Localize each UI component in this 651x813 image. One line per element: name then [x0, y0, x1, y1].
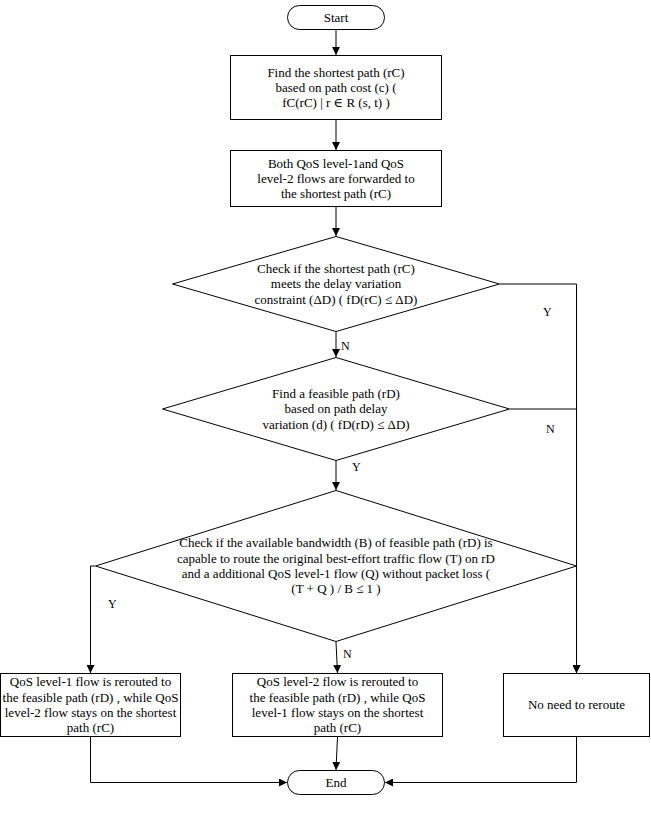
node-text: QoS level-1 flow is rerouted to the feas… [3, 674, 179, 735]
branch-label: Y [108, 598, 117, 610]
branch-label: N [546, 423, 555, 435]
diamond-shape [173, 237, 500, 332]
flow-arrow [510, 409, 577, 673]
node-text: Check if the available bandwidth (B) of … [177, 535, 495, 596]
branch-label: Y [543, 306, 552, 318]
node-text: Both QoS level-1and QoS level-2 flows ar… [255, 156, 417, 202]
node-text: Check if the shortest path (rC) meets th… [247, 261, 425, 307]
process-box: Find the shortest path (rC) based on pat… [230, 55, 442, 120]
flow-arrow [91, 737, 288, 783]
node-text: QoS level-2 flow is rerouted to the feas… [250, 674, 426, 735]
terminal-node: End [287, 770, 385, 795]
branch-label: N [341, 340, 350, 352]
diamond-shape [163, 358, 510, 461]
decision-diamond: Find a feasible path (rD) based on path … [162, 357, 510, 461]
flow-arrow [336, 207, 337, 236]
flow-arrow [500, 284, 577, 673]
node-text: Find the shortest path (rC) based on pat… [260, 65, 412, 111]
process-box: Both QoS level-1and QoS level-2 flows ar… [230, 150, 442, 207]
branch-label: Y [352, 461, 361, 473]
diamond-shape [96, 491, 577, 642]
process-box: QoS level-1 flow is rerouted to the feas… [0, 673, 181, 737]
branch-label: N [343, 648, 352, 660]
decision-diamond: Check if the available bandwidth (B) of … [95, 490, 577, 642]
terminal-node: Start [287, 5, 385, 30]
flow-arrow [336, 461, 337, 490]
flow-arrow [336, 737, 338, 770]
flow-arrow [385, 737, 577, 783]
node-text: No need to reroute [507, 697, 647, 712]
node-text: End [291, 775, 381, 790]
node-text: Start [291, 10, 381, 25]
flow-arrow [91, 566, 96, 673]
process-box: QoS level-2 flow is rerouted to the feas… [232, 673, 443, 737]
process-box: No need to reroute [503, 673, 650, 737]
decision-diamond: Check if the shortest path (rC) meets th… [172, 236, 500, 332]
flow-arrow [336, 120, 337, 150]
flow-arrow [336, 642, 338, 673]
node-text: Find a feasible path (rD) based on path … [261, 386, 411, 432]
flow-arrow [336, 332, 337, 357]
flow-arrow [336, 30, 337, 55]
